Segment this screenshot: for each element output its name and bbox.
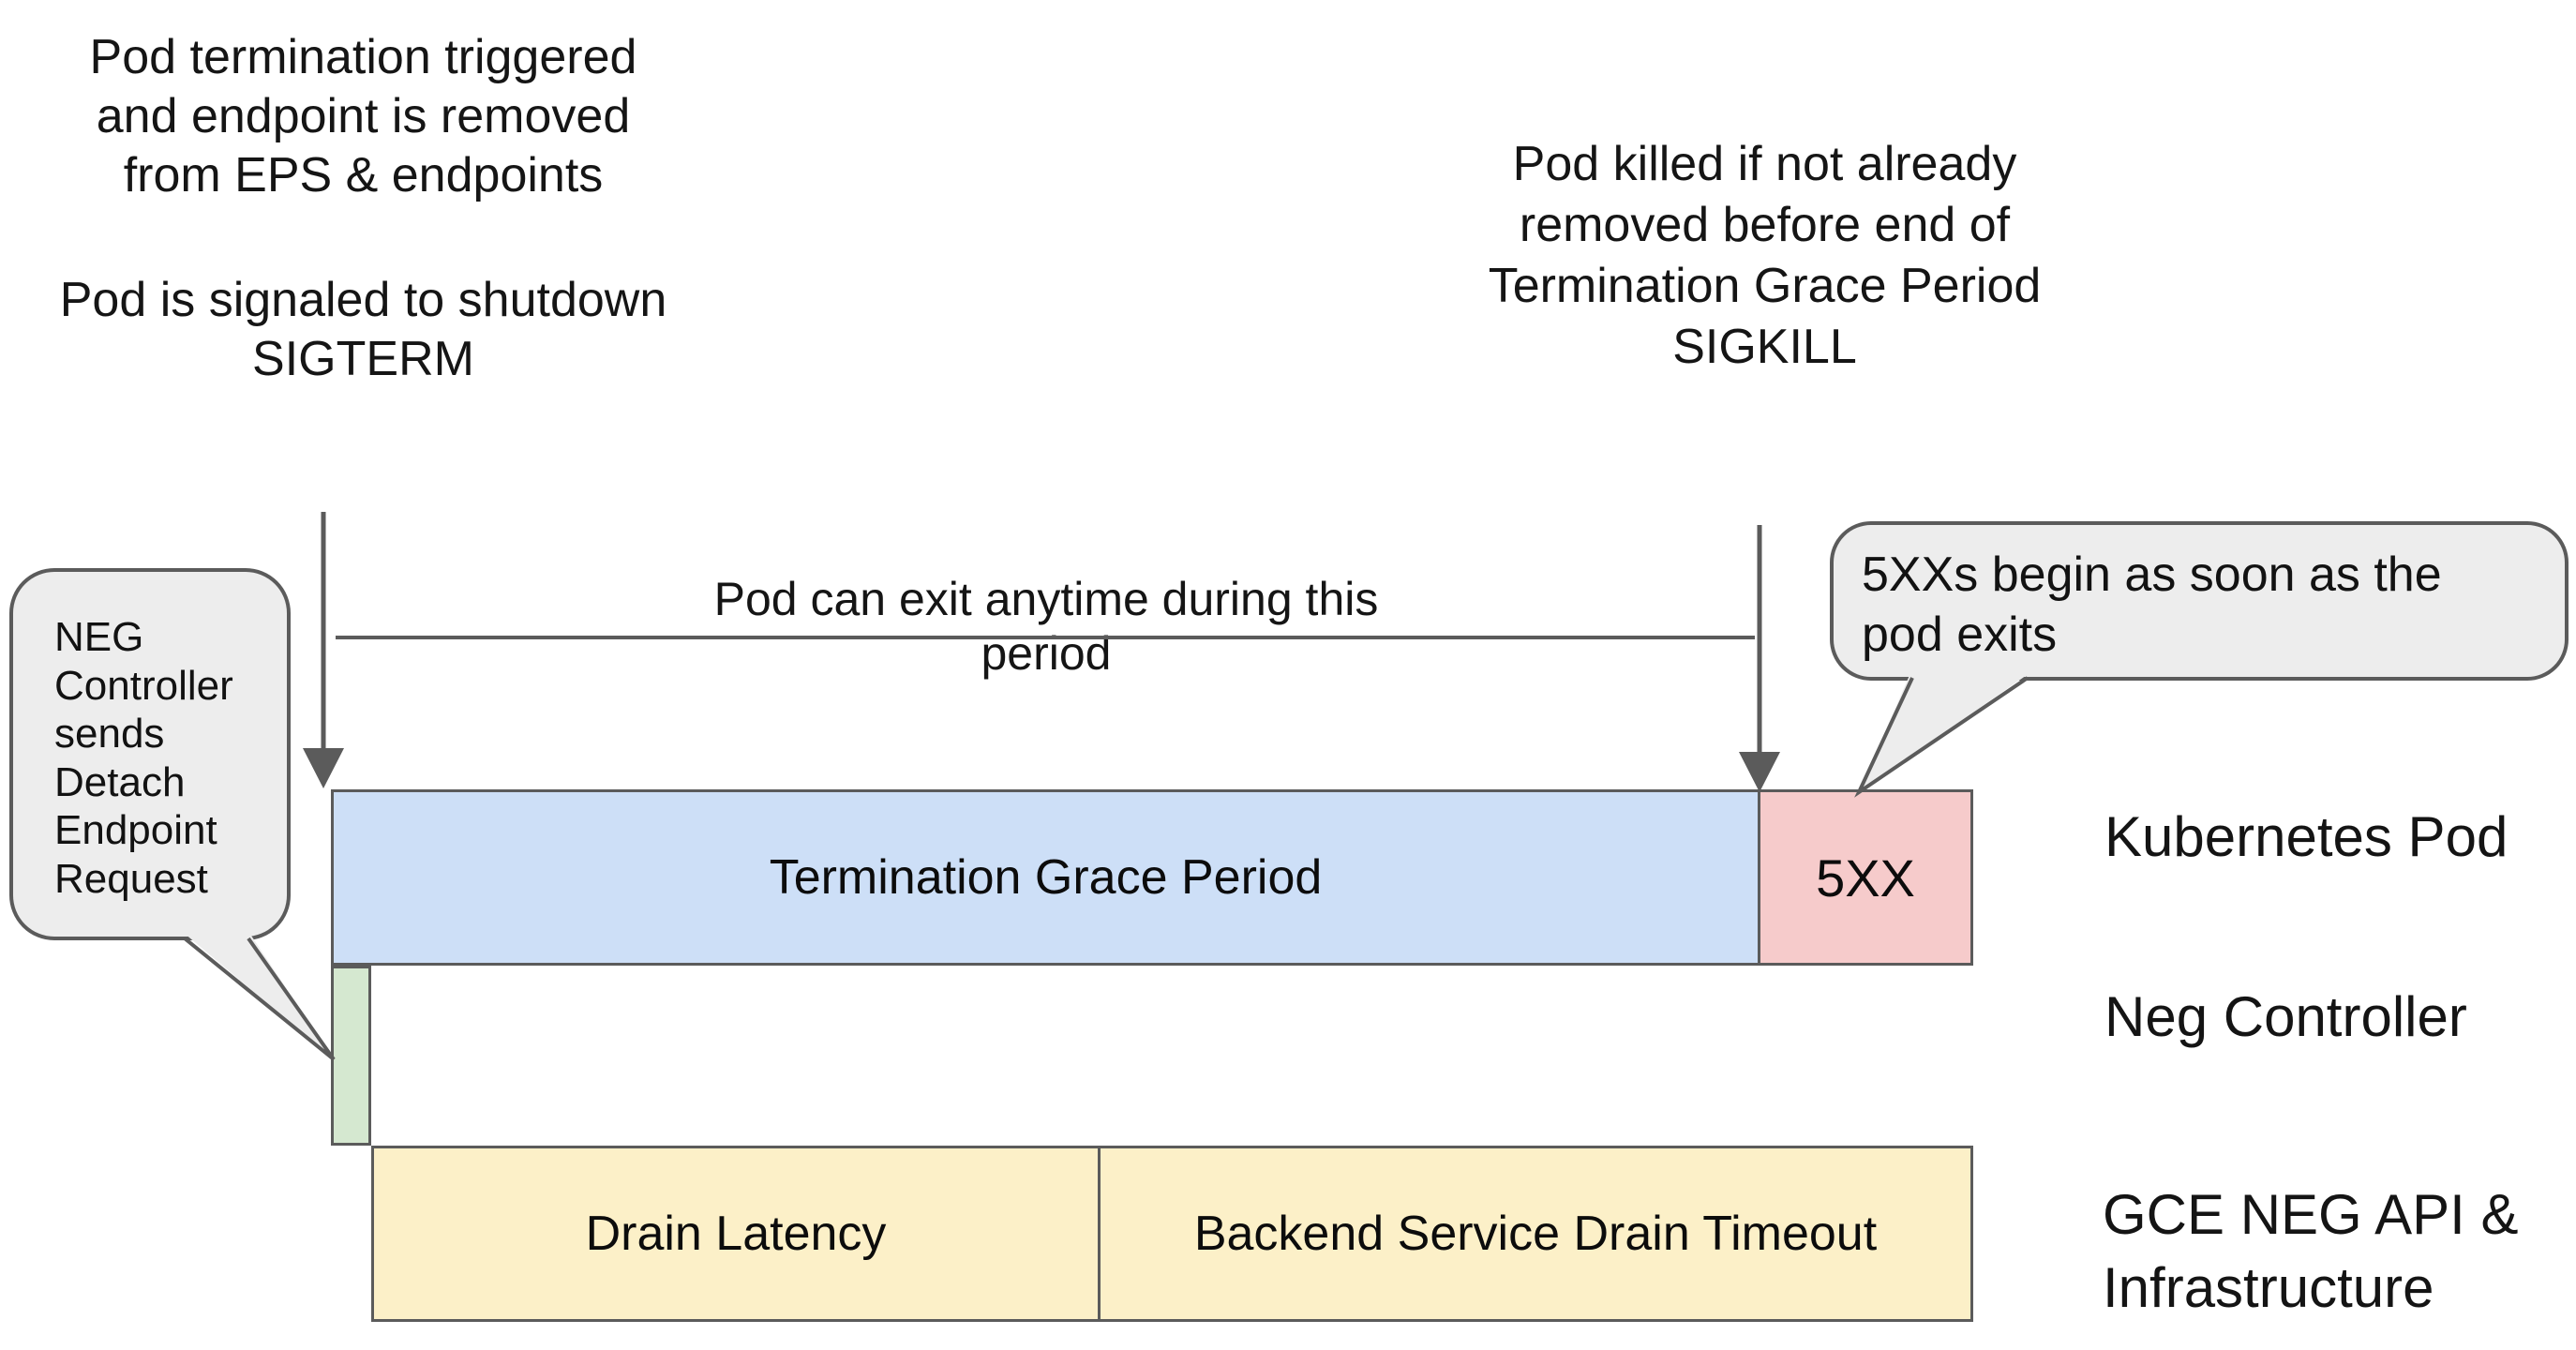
bar-5xx-label: 5XX (1816, 848, 1915, 908)
callout-neg-tail (184, 933, 334, 1059)
bar-drain-latency: Drain Latency (371, 1146, 1101, 1322)
sigkill-arrowhead-icon (1739, 752, 1780, 792)
bar-termination-grace-period: Termination Grace Period (331, 789, 1760, 966)
sigterm-arrowhead-icon (303, 748, 344, 788)
annotation-sigkill-text: Pod killed if not already removed before… (1488, 137, 2042, 374)
bar-5xx: 5XX (1760, 789, 1973, 966)
bar-termination-grace-period-label: Termination Grace Period (769, 850, 1323, 905)
row-label-gce-neg-api: GCE NEG API & Infrastructure (2103, 1183, 2519, 1319)
callout-5xx-tail (1859, 673, 2029, 792)
callout-neg-controller-detach: NEG Controller sends Detach Endpoint Req… (9, 568, 291, 940)
bar-drain-latency-label: Drain Latency (585, 1207, 887, 1261)
annotation-pod-termination-triggered: Pod termination triggered and endpoint i… (52, 28, 675, 389)
bar-neg-controller-detach (331, 966, 371, 1146)
annotation-pod-termination-text: Pod termination triggered and endpoint i… (89, 30, 637, 202)
row-label-kubernetes-pod: Kubernetes Pod (2104, 805, 2509, 868)
callout-5xx-begin: 5XXs begin as soon as the pod exits (1830, 521, 2569, 681)
callout-neg-tail-outline (183, 937, 336, 1061)
bar-backend-service-drain-timeout: Backend Service Drain Timeout (1101, 1146, 1973, 1322)
callout-5xx-tail-outline (1854, 676, 2029, 798)
row-label-neg-controller: Neg Controller (2104, 985, 2467, 1048)
bar-backend-service-drain-timeout-label: Backend Service Drain Timeout (1193, 1207, 1878, 1261)
annotation-period-label: Pod can exit anytime during this period (713, 573, 1379, 680)
annotation-sigterm-text: Pod is signaled to shutdown SIGTERM (59, 273, 667, 386)
